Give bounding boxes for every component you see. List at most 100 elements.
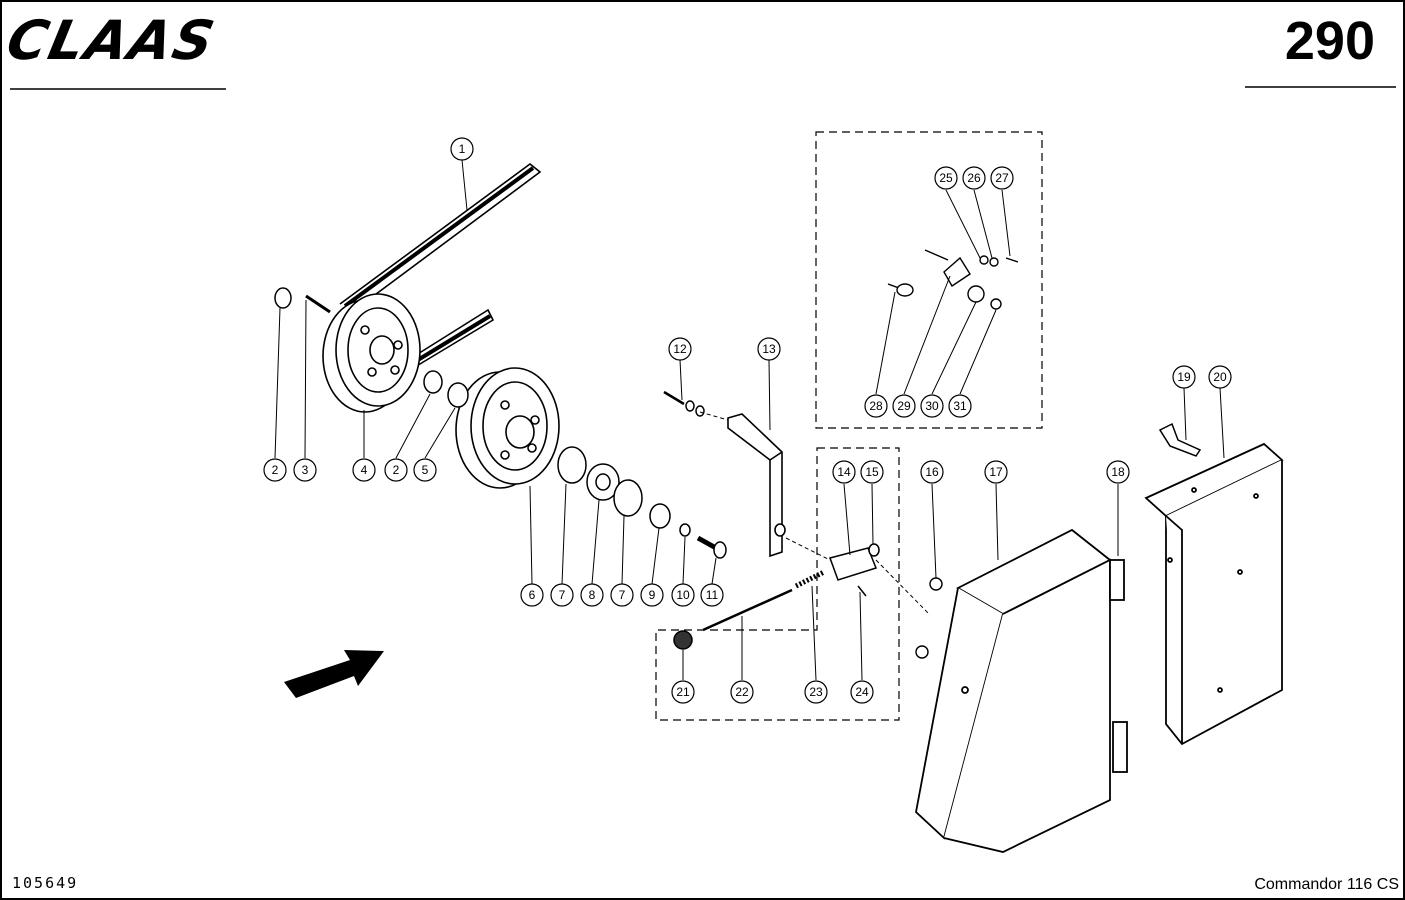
callout-13: 13: [757, 337, 781, 361]
svg-text:31: 31: [953, 399, 967, 413]
knob-part: [673, 630, 693, 650]
svg-text:7: 7: [619, 588, 626, 602]
callout-3: 3: [293, 458, 317, 482]
svg-text:2: 2: [393, 463, 400, 477]
callout-4: 4: [352, 458, 376, 482]
callout-14: 14: [832, 460, 856, 484]
svg-text:19: 19: [1177, 370, 1191, 384]
callout-2b: 2: [384, 458, 408, 482]
tension-rod: [702, 588, 793, 632]
callout-20: 20: [1208, 365, 1232, 389]
callout-23: 23: [804, 680, 828, 704]
callout-19: 19: [1172, 365, 1196, 389]
bolt-part-top: [663, 390, 685, 406]
svg-text:17: 17: [989, 465, 1003, 479]
bolt-part: [696, 535, 718, 551]
callout-25: 25: [934, 166, 958, 190]
svg-text:2: 2: [272, 463, 279, 477]
svg-text:9: 9: [649, 588, 656, 602]
callout-21: 21: [671, 680, 695, 704]
callout-7: 7: [550, 583, 574, 607]
svg-text:23: 23: [809, 685, 823, 699]
svg-text:5: 5: [422, 463, 429, 477]
svg-text:7: 7: [559, 588, 566, 602]
svg-text:18: 18: [1111, 465, 1125, 479]
leader-lines: [274, 159, 1225, 681]
tension-plate: [829, 547, 877, 581]
svg-text:25: 25: [939, 171, 953, 185]
svg-text:30: 30: [925, 399, 939, 413]
mounting-bracket: [727, 413, 786, 558]
fastener-bottom: [915, 645, 929, 659]
snap-ring-b: [613, 479, 643, 517]
callout-9: 9: [640, 583, 664, 607]
callout-22: 22: [730, 680, 754, 704]
callout-6: 6: [520, 583, 544, 607]
brand-logo: CLAAS: [1, 9, 222, 72]
svg-text:29: 29: [897, 399, 911, 413]
ring-part: [447, 382, 469, 408]
pin-part: [305, 294, 331, 314]
callout-16: 16: [920, 460, 944, 484]
lever-assembly: [887, 249, 1019, 310]
tension-spring: [794, 569, 826, 589]
svg-text:11: 11: [706, 588, 719, 602]
svg-text:14: 14: [837, 465, 851, 479]
bushing-part-b: [423, 370, 443, 394]
svg-text:4: 4: [361, 463, 368, 477]
model-name: Commandor 116 CS: [1254, 876, 1399, 893]
spacer-sleeve: [649, 503, 671, 529]
callout-8: 8: [580, 583, 604, 607]
callout-28: 28: [864, 394, 888, 418]
v-belt: [339, 162, 542, 371]
callout-24: 24: [850, 680, 874, 704]
snap-ring: [557, 446, 587, 484]
svg-text:21: 21: [676, 685, 690, 699]
svg-text:22: 22: [735, 685, 749, 699]
callout-17: 17: [984, 460, 1008, 484]
callout-18: 18: [1106, 460, 1130, 484]
reference-number: 105649: [12, 874, 79, 892]
svg-text:20: 20: [1213, 370, 1227, 384]
svg-text:26: 26: [967, 171, 981, 185]
direction-arrow: [284, 650, 384, 698]
svg-text:1: 1: [459, 142, 466, 156]
callout-12: 12: [668, 337, 692, 361]
svg-text:6: 6: [529, 588, 536, 602]
callout-30: 30: [920, 394, 944, 418]
support-bracket: [1158, 422, 1202, 457]
svg-text:8: 8: [589, 588, 596, 602]
washer-part: [679, 523, 691, 537]
callout-11: 11: [700, 583, 724, 607]
svg-text:3: 3: [302, 463, 309, 477]
fastener-top: [929, 577, 943, 591]
detail-box-tensioner: [655, 447, 900, 721]
svg-text:28: 28: [869, 399, 883, 413]
callout-7b: 7: [610, 583, 634, 607]
callout-2: 2: [263, 458, 287, 482]
svg-text:24: 24: [855, 685, 869, 699]
svg-text:16: 16: [925, 465, 939, 479]
belt-guard-cover: [915, 528, 1128, 853]
lower-pulley: [455, 367, 560, 489]
svg-text:10: 10: [676, 588, 690, 602]
side-panel: [1144, 442, 1284, 746]
svg-text:13: 13: [762, 342, 776, 356]
callout-10: 10: [671, 583, 695, 607]
callout-31: 31: [948, 394, 972, 418]
svg-text:12: 12: [673, 342, 687, 356]
upper-pulley: [322, 293, 421, 413]
callout-15: 15: [860, 460, 884, 484]
callout-5: 5: [413, 458, 437, 482]
page-number: 290: [1284, 11, 1375, 71]
callout-27: 27: [990, 166, 1014, 190]
svg-text:15: 15: [865, 465, 879, 479]
callout-1: 1: [450, 137, 474, 161]
svg-text:27: 27: [995, 171, 1009, 185]
callout-26: 26: [962, 166, 986, 190]
bushing-part: [274, 287, 292, 309]
callout-29: 29: [892, 394, 916, 418]
